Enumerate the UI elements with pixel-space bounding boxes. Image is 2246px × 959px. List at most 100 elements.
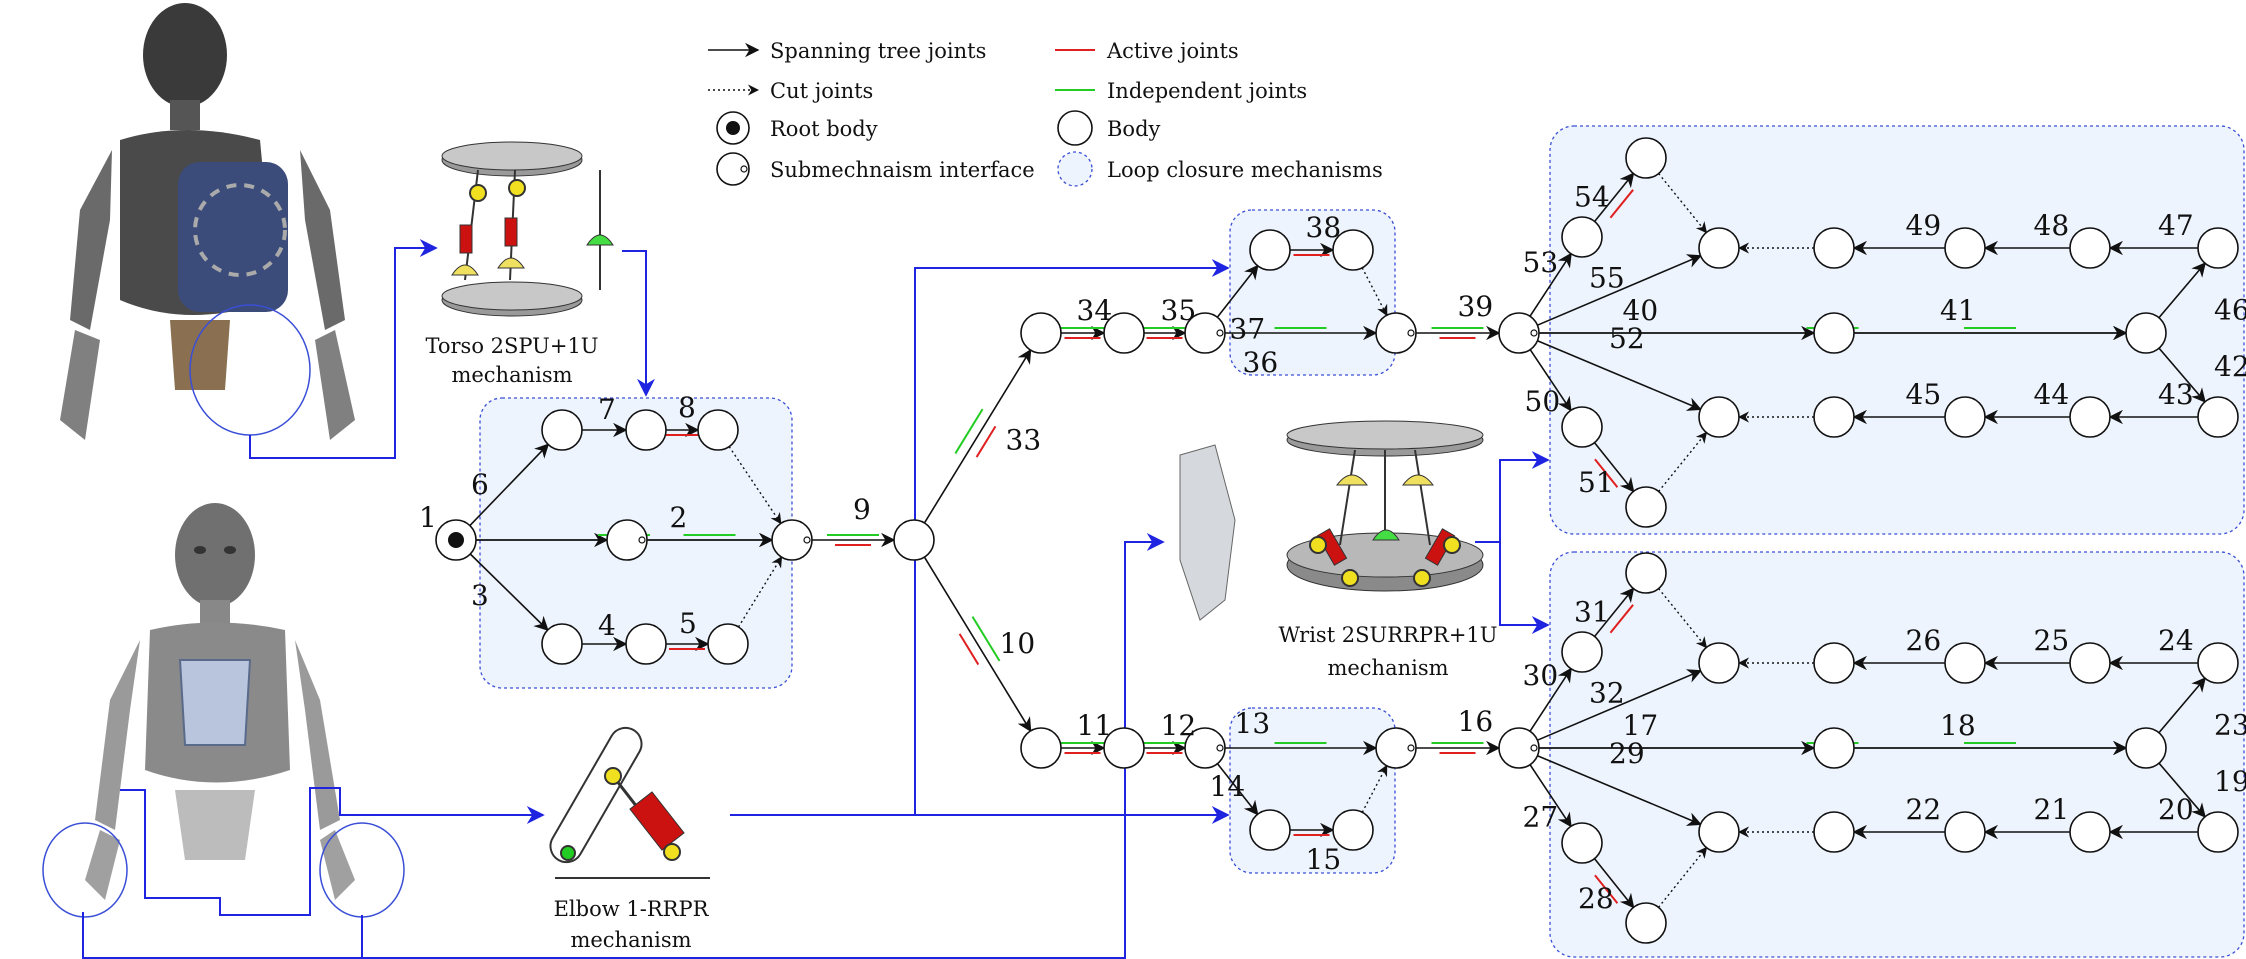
body-node-A7 <box>2198 228 2238 268</box>
joint-label-23: 23 <box>2214 709 2246 742</box>
active-mark-10 <box>960 634 979 665</box>
body-node-A10 <box>1562 407 1602 447</box>
joint-label-43: 43 <box>2158 378 2194 411</box>
body-node-B13 <box>1814 812 1854 852</box>
joint-label-41: 41 <box>1940 294 1976 327</box>
body-node-B8 <box>1814 728 1854 768</box>
interface-dot-u3 <box>1408 745 1414 751</box>
joint-label-30: 30 <box>1523 659 1559 692</box>
body-node-B4 <box>1814 643 1854 683</box>
joint-label-14: 14 <box>1210 770 1246 803</box>
joint-label-46: 46 <box>2214 294 2246 327</box>
body-node-A2 <box>1626 138 1666 178</box>
body-node-A8 <box>1814 313 1854 353</box>
joint-label-39: 39 <box>1458 290 1494 323</box>
joint-label-10: 10 <box>1000 627 1036 660</box>
joint-label-13: 13 <box>1235 707 1271 740</box>
joint-label-16: 16 <box>1458 705 1494 738</box>
joint-label-47: 47 <box>2158 209 2194 242</box>
body-node-f <box>626 624 666 664</box>
body-node-e <box>542 624 582 664</box>
joint-label-55: 55 <box>1589 262 1625 295</box>
caption-elbow-2: mechanism <box>570 928 691 952</box>
joint-label-27: 27 <box>1523 801 1559 834</box>
joint-label-32: 32 <box>1589 677 1625 710</box>
body-node-B5 <box>1945 643 1985 683</box>
body-node-h <box>894 520 934 560</box>
caption-elbow-1: Elbow 1-RRPR <box>554 897 710 921</box>
body-node-A11 <box>1626 487 1666 527</box>
joint-label-50: 50 <box>1525 385 1561 418</box>
body-node-A14 <box>1945 397 1985 437</box>
joint-label-51: 51 <box>1578 466 1614 499</box>
body-node-A12 <box>1699 397 1739 437</box>
joint-label-33: 33 <box>1006 424 1042 457</box>
joint-label-9: 9 <box>853 493 871 526</box>
independent-mark-33 <box>955 409 982 453</box>
active-mark-33 <box>977 426 996 457</box>
joint-label-36: 36 <box>1243 346 1279 379</box>
joint-label-48: 48 <box>2034 209 2070 242</box>
joint-label-29: 29 <box>1609 737 1645 770</box>
torso-mechanism-illustration <box>442 142 613 316</box>
body-node-B15 <box>2070 812 2110 852</box>
body-node-B2 <box>1626 553 1666 593</box>
joint-label-11: 11 <box>1077 709 1113 742</box>
joint-label-34: 34 <box>1077 294 1113 327</box>
interface-dot-t3 <box>1408 330 1414 336</box>
body-node-A6 <box>2070 228 2110 268</box>
body-node-n1 <box>1021 313 1061 353</box>
body-node-u1 <box>1250 810 1290 850</box>
legend-independent: Independent joints <box>1107 79 1307 103</box>
body-node-B3 <box>1699 643 1739 683</box>
legend-body: Body <box>1107 117 1161 141</box>
joint-label-25: 25 <box>2034 624 2070 657</box>
joint-label-21: 21 <box>2034 793 2070 826</box>
body-node-A1 <box>1562 217 1602 257</box>
joint-label-37: 37 <box>1230 313 1266 346</box>
joint-label-26: 26 <box>1906 624 1942 657</box>
joint-label-49: 49 <box>1906 209 1942 242</box>
body-node-B6 <box>2070 643 2110 683</box>
body-node-B7 <box>2198 643 2238 683</box>
joint-label-31: 31 <box>1574 596 1610 629</box>
joint-label-28: 28 <box>1578 882 1614 915</box>
legend-active: Active joints <box>1106 39 1239 63</box>
root-body-dot <box>448 532 464 548</box>
joint-label-3: 3 <box>471 579 489 612</box>
joint-label-15: 15 <box>1306 843 1342 876</box>
body-node-B1 <box>1562 632 1602 672</box>
joint-label-52: 52 <box>1609 322 1645 355</box>
legend-cut: Cut joints <box>770 79 873 103</box>
joint-label-22: 22 <box>1906 793 1942 826</box>
caption-torso-2: mechanism <box>451 363 572 387</box>
joint-label-44: 44 <box>2034 378 2070 411</box>
body-node-B9 <box>2126 728 2166 768</box>
interface-dot-n3 <box>1217 330 1223 336</box>
robot-front-illustration <box>43 503 404 917</box>
body-node-B14 <box>1945 812 1985 852</box>
body-node-b <box>626 410 666 450</box>
joint-label-53: 53 <box>1523 246 1559 279</box>
joint-label-8: 8 <box>678 391 696 424</box>
joint-label-5: 5 <box>679 607 697 640</box>
body-node-A16 <box>2198 397 2238 437</box>
joint-label-42: 42 <box>2214 350 2246 383</box>
independent-mark-10 <box>972 617 999 661</box>
joint-label-38: 38 <box>1306 211 1342 244</box>
body-node-t1 <box>1250 230 1290 270</box>
body-node-A3 <box>1699 228 1739 268</box>
joint-label-2: 2 <box>670 501 688 534</box>
caption-wrist-2: mechanism <box>1327 656 1448 680</box>
legend-interface: Submechnaism interface <box>770 158 1035 182</box>
joint-label-20: 20 <box>2158 793 2194 826</box>
body-node-A15 <box>2070 397 2110 437</box>
legend: Spanning tree joints Cut joints Root bod… <box>708 39 1383 186</box>
joint-label-6: 6 <box>471 468 489 501</box>
interface-dot-s4 <box>1531 745 1537 751</box>
legend-loop: Loop closure mechanisms <box>1107 158 1383 182</box>
body-node-B16 <box>2198 812 2238 852</box>
joint-label-1: 1 <box>419 501 437 534</box>
